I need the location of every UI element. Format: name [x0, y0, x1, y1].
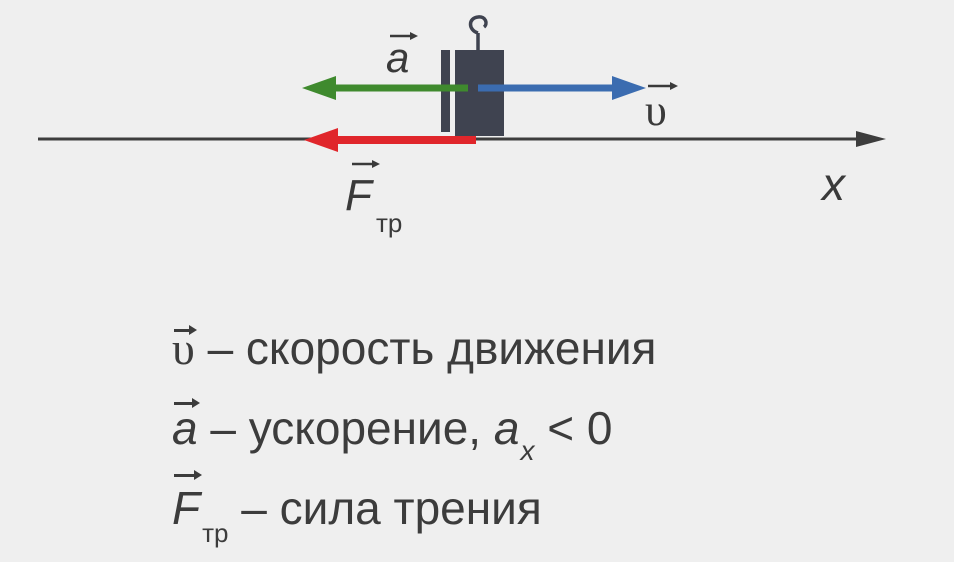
acceleration-label: a [386, 34, 409, 81]
x-axis-arrowhead [856, 131, 886, 147]
legend: υ – скорость движения a – ускорение, ax … [172, 308, 656, 548]
legend-acceleration-symbol-text: a [172, 402, 198, 454]
legend-acceleration-math-rest: < 0 [534, 402, 613, 454]
block-body [455, 50, 504, 136]
legend-acceleration-symbol: a [172, 388, 200, 468]
acceleration-vector-bar-tip [410, 32, 418, 40]
legend-acceleration-math-subscript: x [520, 435, 535, 466]
velocity-label: υ [645, 86, 667, 135]
legend-velocity-text: – скорость движения [207, 322, 657, 374]
legend-acceleration-vector-bar [174, 398, 200, 408]
legend-velocity-symbol: υ [172, 309, 197, 389]
legend-row-friction: F тр – сила трения [172, 468, 656, 548]
legend-friction-symbol: F [172, 468, 203, 548]
acceleration-arrowhead [302, 76, 336, 100]
friction-vector-bar-tip [372, 160, 380, 168]
legend-friction-subscript: тр [202, 518, 229, 548]
legend-row-acceleration: a – ускорение, ax < 0 [172, 388, 656, 468]
legend-velocity-symbol-text: υ [172, 323, 195, 374]
friction-label: F [345, 171, 374, 220]
legend-acceleration-math-symbol: a [493, 402, 520, 454]
legend-friction-symbol-text: F [172, 482, 201, 534]
legend-acceleration-text: – ускорение, [210, 402, 494, 454]
block-hook [468, 15, 488, 50]
motion-diagram: a υ F тр x [38, 15, 886, 238]
legend-velocity-vector-bar [174, 325, 197, 335]
legend-friction-vector-bar [174, 470, 203, 480]
velocity-arrowhead [612, 76, 646, 100]
friction-label-subscript: тр [376, 208, 402, 238]
legend-row-velocity: υ – скорость движения [172, 308, 656, 388]
velocity-vector-bar-tip [670, 82, 678, 90]
friction-arrowhead [304, 128, 338, 152]
legend-friction-text: – сила трения [241, 482, 542, 534]
x-axis-label: x [820, 158, 847, 210]
